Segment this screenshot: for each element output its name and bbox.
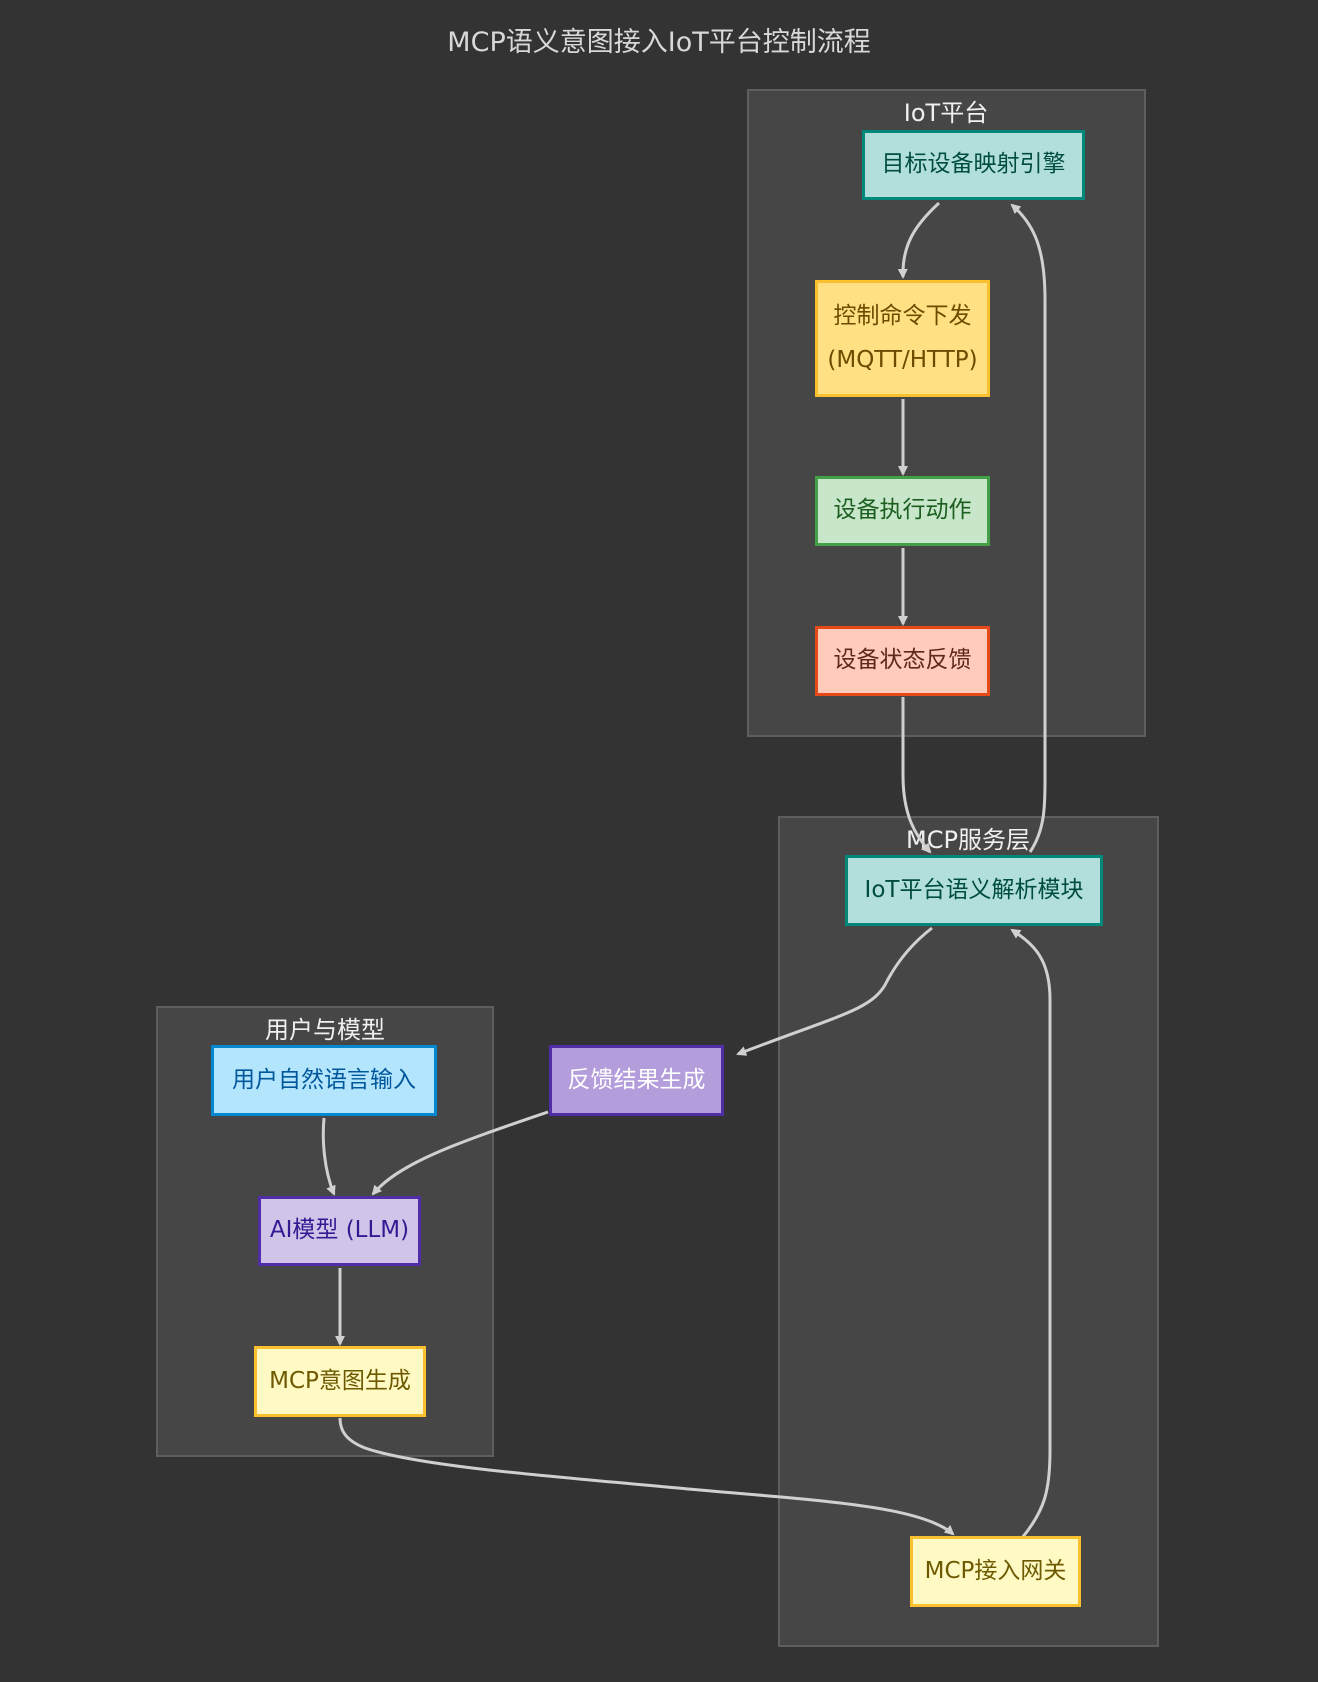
cluster-user-model-label: 用户与模型 (265, 1016, 385, 1044)
node-iot-semantic-parsing-module-label: IoT平台语义解析模块 (864, 876, 1084, 903)
node-target-device-mapping-engine-label: 目标设备映射引擎 (881, 151, 1066, 178)
cluster-iot-platform-label: IoT平台 (903, 99, 989, 127)
node-user-natural-language-input: 用户自然语言输入 (211, 1045, 437, 1116)
node-iot-semantic-parsing-module: IoT平台语义解析模块 (845, 855, 1103, 926)
node-target-device-mapping-engine: 目标设备映射引擎 (862, 130, 1085, 200)
node-mcp-gateway-label: MCP接入网关 (924, 1557, 1067, 1584)
node-control-command-dispatch-label-1: 控制命令下发 (833, 302, 972, 329)
diagram-title: MCP语义意图接入IoT平台控制流程 (447, 27, 871, 58)
node-device-status-feedback-label: 设备状态反馈 (833, 647, 972, 674)
node-device-execute-action: 设备执行动作 (815, 476, 990, 546)
node-mcp-gateway: MCP接入网关 (910, 1536, 1081, 1607)
node-device-execute-action-label: 设备执行动作 (833, 497, 972, 524)
cluster-mcp-service-label: MCP服务层 (906, 826, 1030, 854)
node-mcp-intent-generation: MCP意图生成 (254, 1346, 426, 1417)
node-mcp-intent-generation-label: MCP意图生成 (269, 1367, 411, 1394)
node-control-command-dispatch-label-2: (MQTT/HTTP) (827, 346, 978, 373)
node-control-command-dispatch: 控制命令下发 (MQTT/HTTP) (815, 280, 990, 397)
cluster-mcp-service (778, 816, 1159, 1647)
node-ai-model-llm: AI模型 (LLM) (258, 1196, 421, 1266)
node-feedback-result-generation: 反馈结果生成 (549, 1045, 724, 1116)
node-ai-model-llm-label: AI模型 (LLM) (269, 1217, 410, 1244)
node-feedback-result-generation-label: 反馈结果生成 (567, 1066, 706, 1093)
node-device-status-feedback: 设备状态反馈 (815, 626, 990, 696)
node-user-natural-language-input-label: 用户自然语言输入 (232, 1066, 416, 1093)
